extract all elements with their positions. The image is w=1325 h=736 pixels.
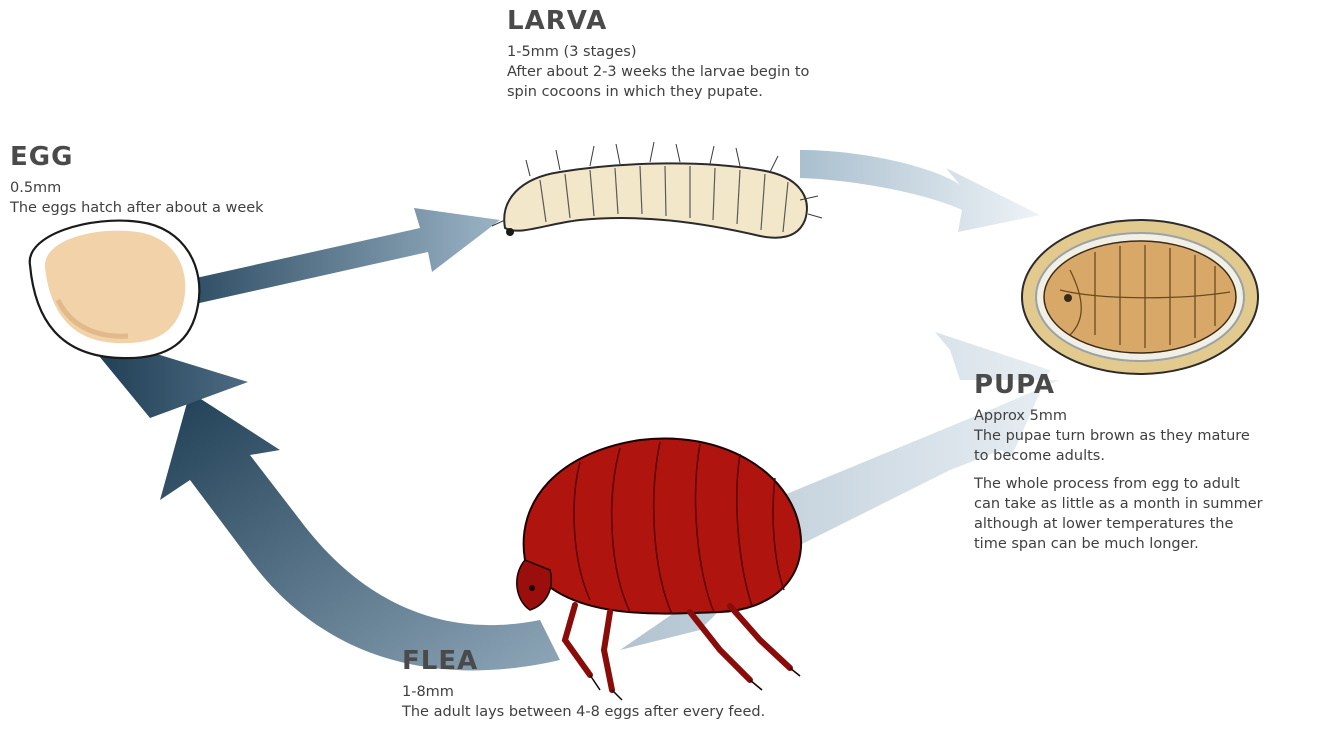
pupa-note-line-4: time span can be much longer.	[974, 534, 1319, 554]
pupa-note-line-1: The whole process from egg to adult	[974, 474, 1319, 494]
egg-size: 0.5mm	[10, 178, 350, 198]
pupa-description-line-2: to become adults.	[974, 446, 1319, 466]
pupa-note-line-2: can take as little as a month in summer	[974, 494, 1319, 514]
pupa-illustration	[1022, 220, 1258, 374]
pupa-title: PUPA	[974, 370, 1319, 400]
pupa-stage-text: PUPA Approx 5mm The pupae turn brown as …	[974, 370, 1319, 554]
larva-title: LARVA	[507, 6, 927, 36]
egg-illustration	[30, 221, 200, 359]
egg-stage-text: EGG 0.5mm The eggs hatch after about a w…	[10, 142, 350, 218]
flea-stage-text: FLEA 1-8mm The adult lays between 4-8 eg…	[402, 646, 922, 722]
pupa-description-line-1: The pupae turn brown as they mature	[974, 426, 1319, 446]
larva-description-line-1: After about 2-3 weeks the larvae begin t…	[507, 62, 927, 82]
egg-description: The eggs hatch after about a week	[10, 198, 350, 218]
flea-title: FLEA	[402, 646, 922, 676]
flea-description: The adult lays between 4-8 eggs after ev…	[402, 702, 922, 722]
larva-stage-text: LARVA 1-5mm (3 stages) After about 2-3 w…	[507, 6, 927, 102]
larva-illustration	[492, 142, 822, 238]
flea-size: 1-8mm	[402, 682, 922, 702]
pupa-size: Approx 5mm	[974, 406, 1319, 426]
egg-title: EGG	[10, 142, 350, 172]
larva-description-line-2: spin cocoons in which they pupate.	[507, 82, 927, 102]
arrow-larva-to-pupa	[800, 150, 1040, 232]
pupa-note-line-3: although at lower temperatures the	[974, 514, 1319, 534]
larva-size: 1-5mm (3 stages)	[507, 42, 927, 62]
arrow-flea-to-egg	[160, 392, 560, 670]
arrow-egg-to-larva	[178, 208, 500, 306]
